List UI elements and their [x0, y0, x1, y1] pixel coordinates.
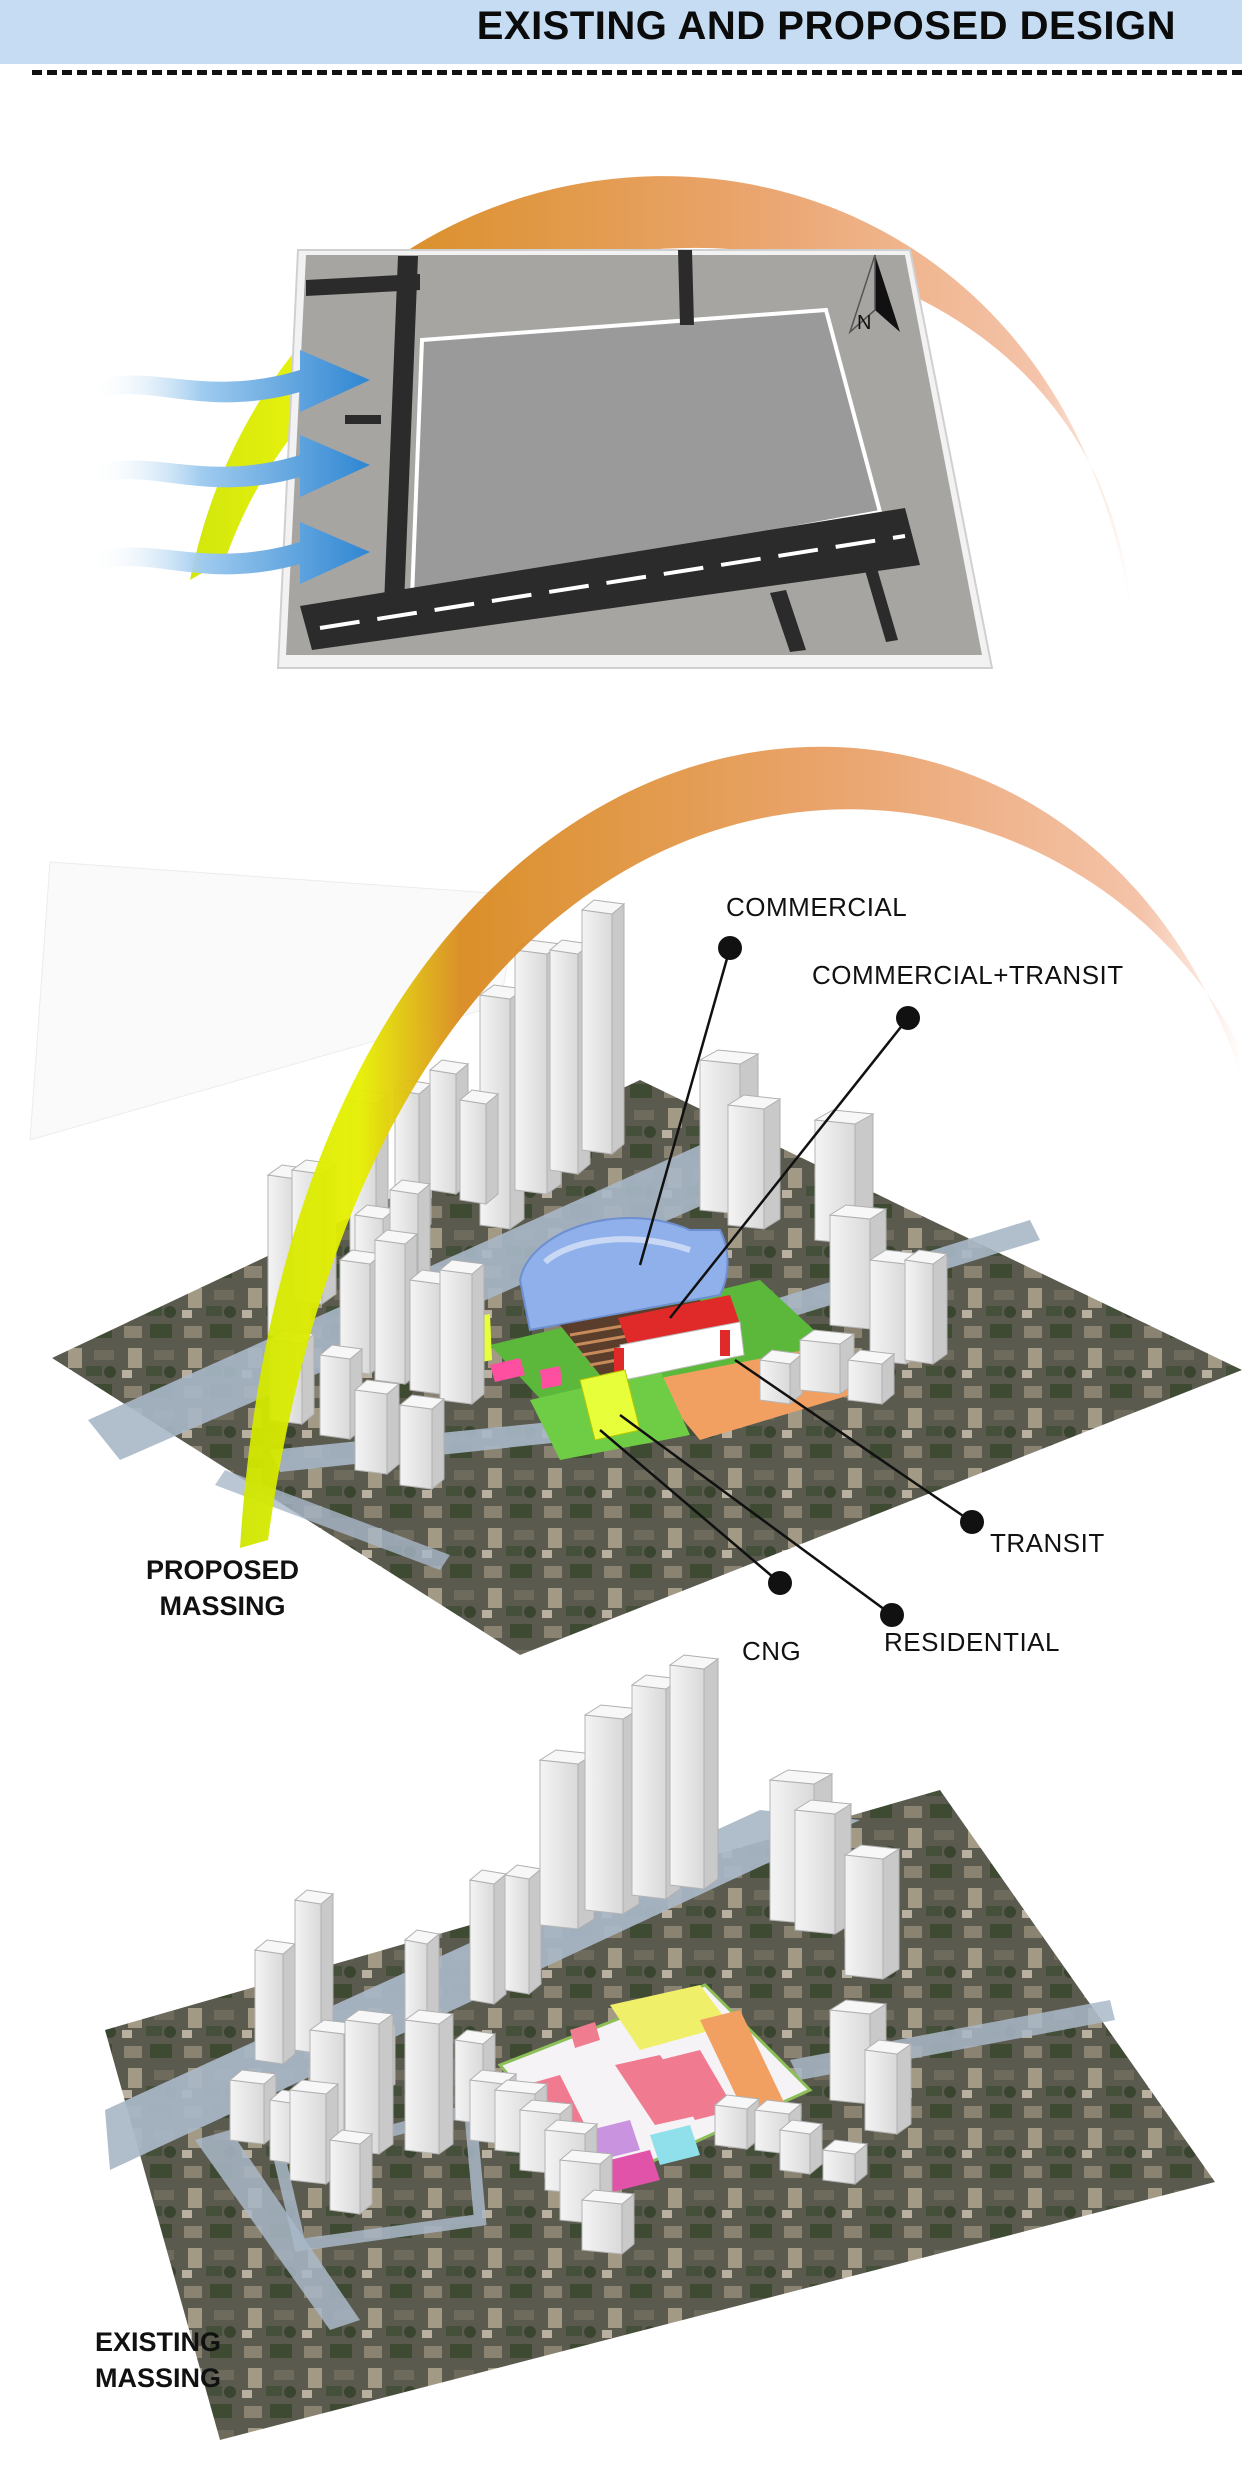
tower-block [668, 1654, 720, 1890]
tower-block [343, 2009, 395, 2155]
tower-block [583, 1704, 641, 1915]
tower-block [403, 2009, 455, 2155]
existing-site-yellow [610, 1985, 730, 2050]
existing-site-violet [590, 2120, 640, 2160]
tower-block [288, 2079, 340, 2186]
north-arrow-icon [848, 254, 900, 335]
tower-block [793, 1799, 853, 1935]
leader-lines [599, 936, 984, 1627]
label-commercial: COMMERCIAL [726, 892, 908, 922]
tower-block [458, 1089, 500, 1206]
dashed-divider [32, 70, 1242, 75]
label-cng: CNG [742, 1636, 802, 1666]
existing-massing-label: EXISTING MASSING [68, 2324, 248, 2396]
page-title: EXISTING AND PROPOSED DESIGN [476, 4, 1176, 48]
site-marker [345, 415, 381, 424]
tower-block [353, 1379, 401, 1476]
tower-block [903, 1249, 949, 1365]
leader-dot-commercial [718, 936, 742, 960]
existing-road-left [195, 2130, 360, 2330]
label-transit: TRANSIT [990, 1528, 1105, 1558]
existing-massing-line2: MASSING [94, 2363, 221, 2393]
tower-block [798, 1329, 856, 1395]
site-plan-group [90, 176, 1132, 669]
existing-massing-line1: EXISTING [94, 2327, 222, 2357]
tower-block [821, 2139, 869, 2186]
sun-path-arc-proposed [240, 746, 1242, 1548]
leader-dot-residential [880, 1603, 904, 1627]
road-right [862, 558, 898, 642]
tower-block [328, 2129, 374, 2216]
tower-block [713, 2094, 761, 2151]
tower-block [228, 2069, 278, 2146]
road-vertical-bottom [770, 590, 806, 652]
existing-towers-group [228, 1654, 913, 2256]
road-vertical-left [384, 256, 418, 605]
proposed-massing-line2: MASSING [159, 1591, 286, 1621]
leader-dot-commercial-transit [896, 1006, 920, 1030]
tower-block [846, 1349, 896, 1406]
tower-block [778, 2119, 824, 2176]
proposed-massing-label: PROPOSED MASSING [130, 1552, 315, 1624]
tower-block [293, 1889, 335, 2056]
zone-cng-block [490, 1358, 525, 1382]
label-commercial-transit: COMMERCIAL+TRANSIT [812, 960, 1124, 990]
tower-block [580, 899, 626, 1156]
existing-site-cyan [650, 2125, 700, 2165]
tower-block [468, 1869, 508, 2006]
header-banner: EXISTING AND PROPOSED DESIGN [0, 0, 1242, 64]
road-vertical-top [678, 250, 694, 325]
tower-block [726, 1094, 782, 1230]
tower-block [758, 1349, 804, 1406]
road-centerline [319, 534, 906, 630]
tower-block [580, 2189, 636, 2256]
leader-dot-cng [768, 1571, 792, 1595]
tower-block [863, 2039, 913, 2135]
label-residential: RESIDENTIAL [884, 1627, 1060, 1657]
leader-dot-transit [960, 1510, 984, 1534]
tower-block [843, 1844, 901, 1980]
north-label: N [857, 312, 872, 334]
existing-site-pink-1 [615, 2055, 700, 2125]
existing-site-pink-2 [660, 2050, 735, 2120]
road-horizontal [300, 508, 920, 650]
tower-block [438, 1259, 486, 1406]
wind-arrows-icon [90, 350, 370, 584]
tower-block [398, 1394, 446, 1491]
proposed-massing-line1: PROPOSED [145, 1555, 300, 1585]
road-top-left [306, 274, 420, 296]
tower-block [503, 1864, 543, 1996]
tower-block [253, 1939, 297, 2066]
existing-site-orange [700, 2010, 790, 2125]
